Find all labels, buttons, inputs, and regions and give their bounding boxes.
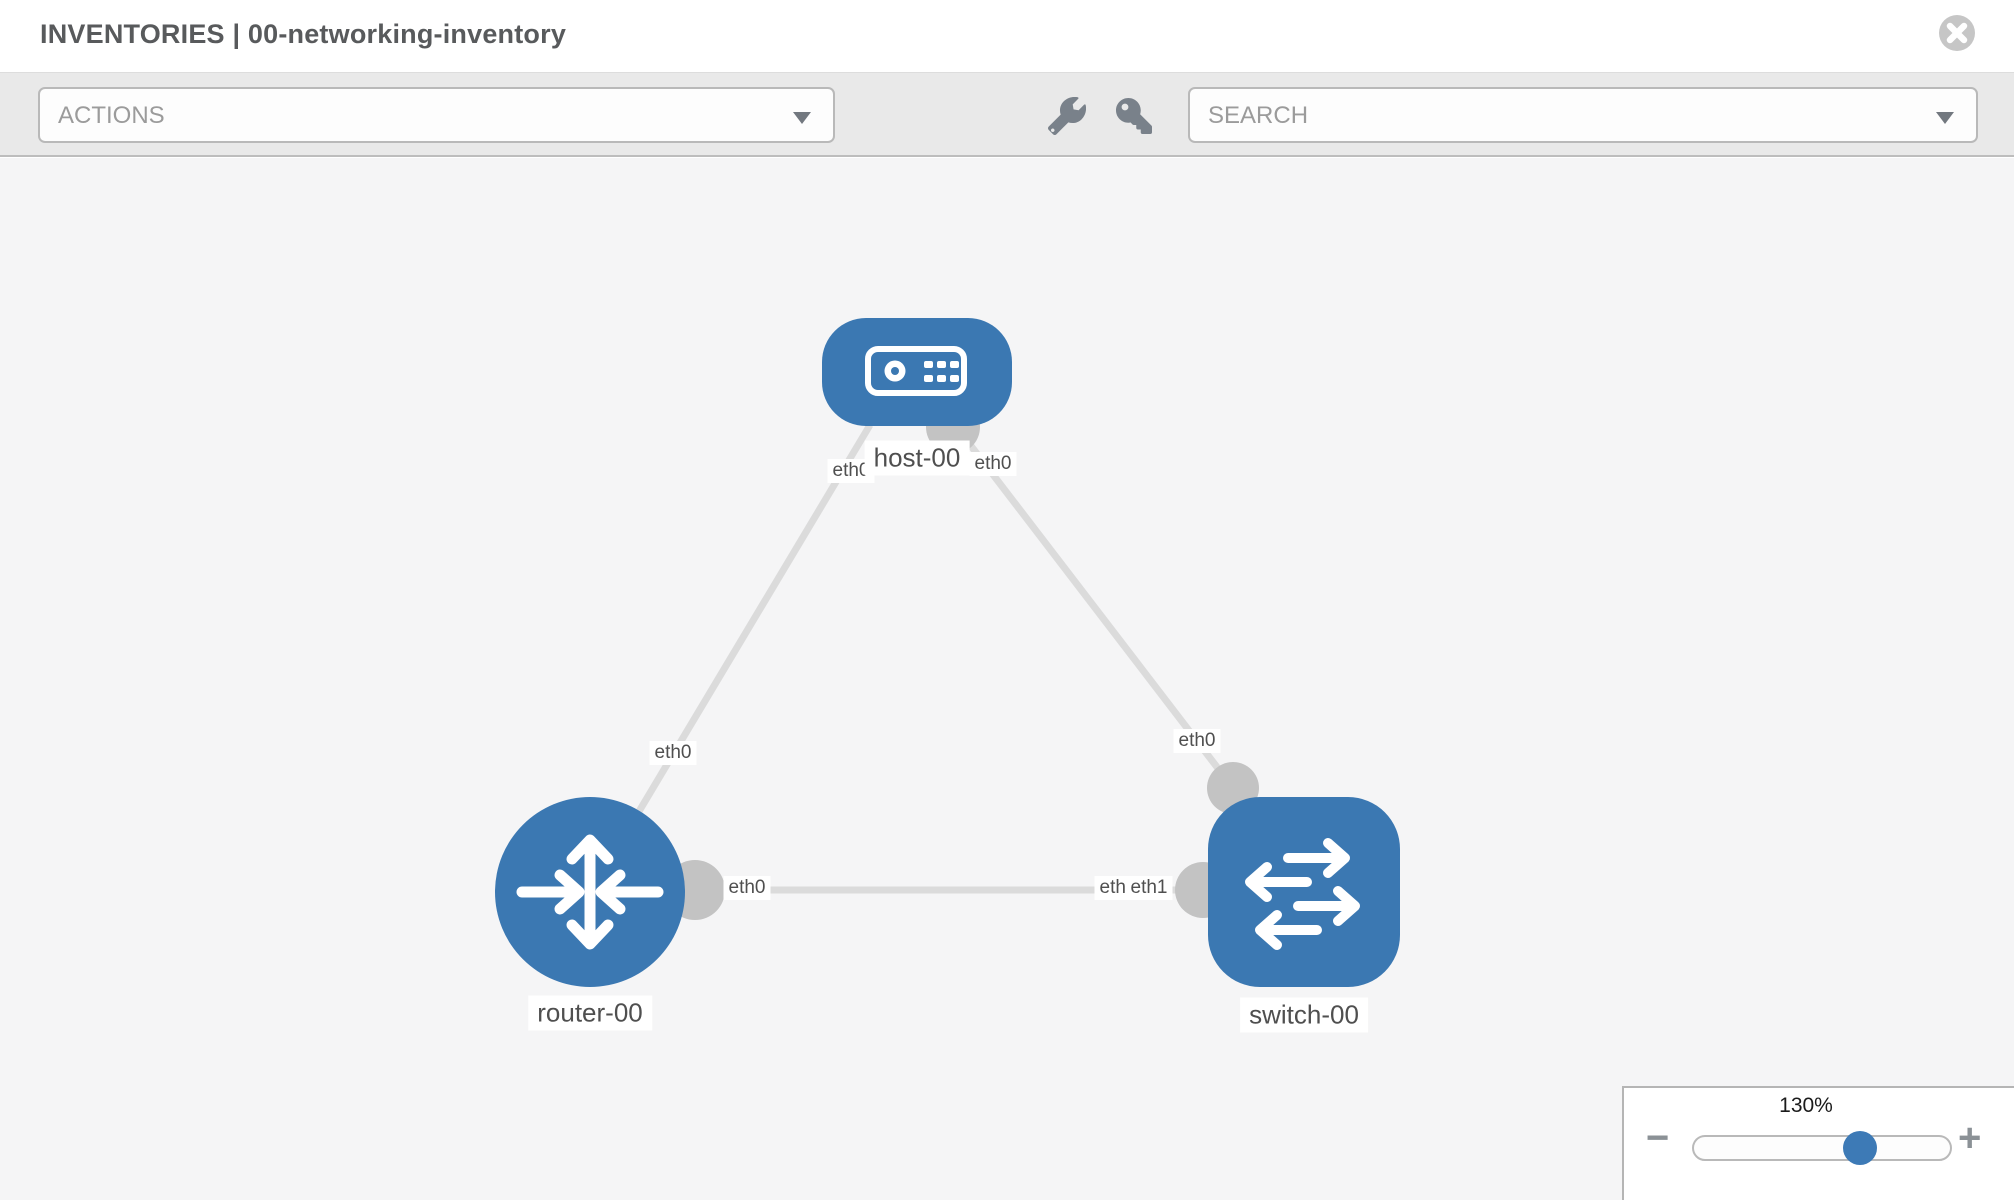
close-button[interactable] — [1938, 14, 1976, 52]
toolbar: ACTIONS SEARCH — [0, 72, 2014, 157]
node-host-00[interactable] — [822, 318, 1012, 426]
chevron-down-icon — [793, 112, 811, 124]
topology-diagram — [495, 318, 1400, 987]
node-label-switch: switch-00 — [1240, 997, 1368, 1033]
zoom-slider-handle[interactable] — [1843, 1131, 1877, 1165]
zoom-panel: 130% − + — [1622, 1086, 2014, 1200]
header: INVENTORIES | 00-networking-inventory — [0, 0, 2014, 72]
iface-label: eth1 — [1125, 876, 1173, 900]
node-label-router: router-00 — [528, 995, 652, 1031]
search-dropdown[interactable]: SEARCH — [1188, 87, 1978, 143]
page-title: INVENTORIES | 00-networking-inventory — [40, 19, 567, 49]
actions-dropdown[interactable]: ACTIONS — [38, 87, 835, 143]
server-icon — [865, 346, 967, 396]
chevron-down-icon — [1936, 112, 1954, 124]
close-icon — [1939, 15, 1975, 51]
wrench-tool-button[interactable] — [1045, 96, 1089, 137]
wrench-icon — [1047, 96, 1087, 136]
zoom-out-button[interactable]: − — [1646, 1116, 1670, 1160]
node-label-host: host-00 — [864, 440, 970, 476]
link-host-switch[interactable] — [952, 422, 1236, 791]
zoom-in-button[interactable]: + — [1958, 1116, 1982, 1160]
iface-label: eth0 — [969, 452, 1017, 476]
topology-canvas[interactable]: eth0 host-00 eth0 eth0 eth0 eth0 eth0 et… — [0, 158, 2014, 1200]
key-tool-button[interactable] — [1112, 97, 1156, 137]
iface-label: eth0 — [649, 741, 697, 765]
key-icon — [1116, 97, 1152, 134]
actions-dropdown-label: ACTIONS — [58, 102, 165, 129]
node-router-00[interactable] — [495, 797, 685, 987]
exchange-arrows-icon — [1245, 838, 1360, 950]
node-switch-00[interactable] — [1208, 797, 1400, 987]
route-arrows-icon — [516, 834, 664, 950]
iface-label: eth0 — [1173, 729, 1221, 753]
iface-label: eth0 — [723, 876, 771, 900]
zoom-slider-track[interactable] — [1692, 1135, 1952, 1161]
search-dropdown-label: SEARCH — [1208, 102, 1309, 129]
zoom-level-value: 130% — [1779, 1094, 1833, 1117]
